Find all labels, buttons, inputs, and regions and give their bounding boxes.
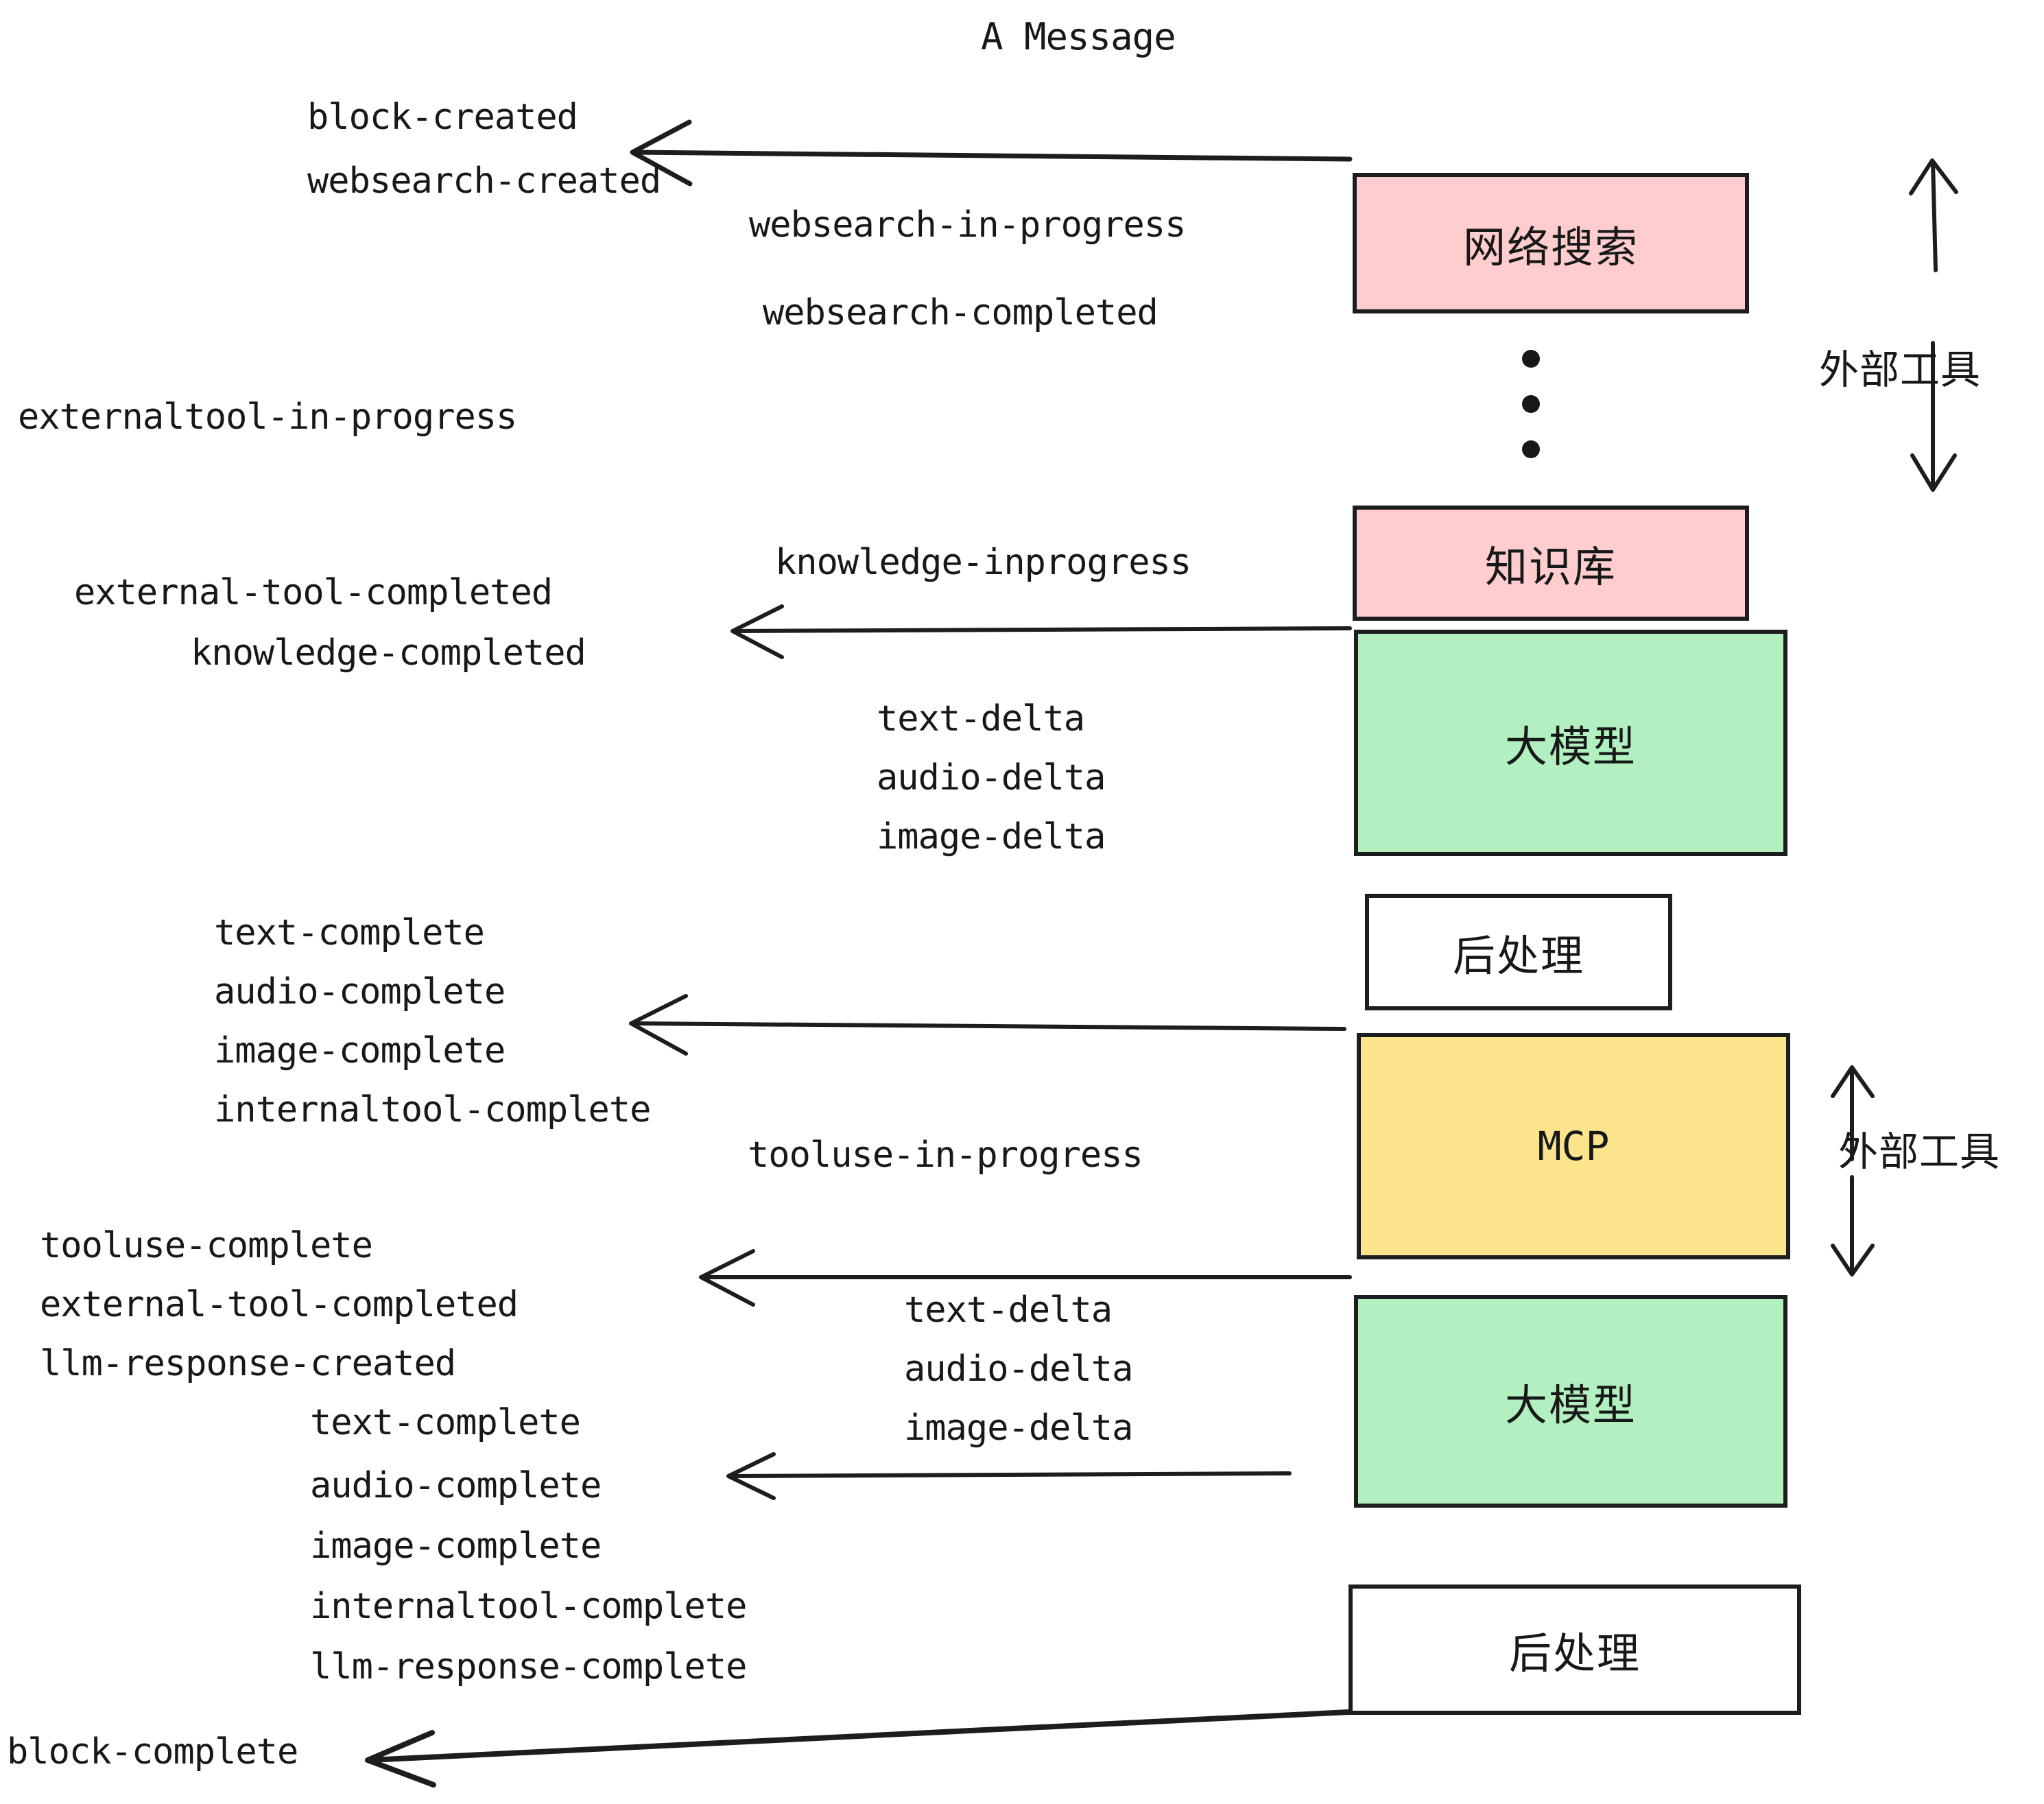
event-label-websearch-completed: websearch-completed: [763, 292, 1158, 333]
node-postprocess-second[interactable]: 后处理: [1348, 1585, 1801, 1715]
event-label-knowledge-completed: knowledge-completed: [191, 632, 586, 674]
node-knowledge-base[interactable]: 知识库: [1353, 506, 1749, 621]
event-label-image-complete-1: image-complete: [214, 1030, 506, 1071]
arrow-llm1-to-events: [629, 994, 1346, 1056]
event-label-websearch-in-progress: websearch-in-progress: [749, 204, 1186, 246]
node-llm-second[interactable]: 大模型: [1354, 1295, 1787, 1508]
arrow-postprocess2-to-block: [365, 1709, 1351, 1788]
event-label-llm-response-complete: llm-response-complete: [310, 1646, 747, 1687]
arrow-external-tools-up: [1909, 158, 1958, 272]
ellipsis-dot-1: [1522, 350, 1540, 368]
event-label-audio-complete-1: audio-complete: [214, 971, 506, 1012]
arrow-llm2-to-events: [726, 1452, 1292, 1500]
label-external-tools-top: 外部工具: [1819, 346, 1982, 393]
node-websearch[interactable]: 网络搜索: [1353, 173, 1749, 313]
event-label-external-tool-completed: external-tool-completed: [74, 572, 553, 613]
node-mcp[interactable]: MCP: [1357, 1033, 1790, 1259]
event-label-knowledge-inprogress: knowledge-inprogress: [775, 542, 1191, 583]
event-label-block-created: block-created: [307, 97, 578, 138]
event-label-internaltool-complete-1: internaltool-complete: [214, 1089, 651, 1130]
arrow-knowledge-to-events: [730, 604, 1352, 659]
event-label-text-complete-2: text-complete: [310, 1402, 581, 1443]
event-label-text-delta-2: text-delta: [904, 1290, 1113, 1331]
event-label-audio-complete-2: audio-complete: [310, 1465, 602, 1506]
event-label-text-delta-1: text-delta: [877, 698, 1085, 739]
event-label-audio-delta-2: audio-delta: [904, 1349, 1133, 1390]
event-label-externaltool-in-progress: externaltool-in-progress: [18, 396, 517, 438]
event-label-text-complete-1: text-complete: [214, 912, 485, 953]
event-label-image-complete-2: image-complete: [310, 1526, 602, 1567]
event-label-tooluse-complete: tooluse-complete: [40, 1225, 373, 1266]
event-label-image-delta-1: image-delta: [877, 816, 1106, 857]
event-label-tooluse-in-progress: tooluse-in-progress: [748, 1135, 1143, 1176]
arrow-websearch-to-events: [630, 119, 1353, 187]
ellipsis-dot-3: [1522, 440, 1540, 458]
event-label-image-delta-2: image-delta: [904, 1408, 1133, 1449]
event-label-external-tool-completed-2: external-tool-completed: [40, 1284, 519, 1325]
label-external-tools-bottom: 外部工具: [1838, 1128, 2001, 1175]
arrow-external-tools-down-2: [1831, 1175, 1875, 1277]
event-label-block-complete: block-complete: [7, 1731, 298, 1772]
node-postprocess-first[interactable]: 后处理: [1365, 894, 1672, 1010]
event-label-audio-delta-1: audio-delta: [877, 757, 1106, 798]
event-label-llm-response-created: llm-response-created: [40, 1343, 456, 1384]
page-title: A Message: [981, 15, 1176, 58]
event-label-internaltool-complete-2: internaltool-complete: [310, 1586, 747, 1627]
event-label-websearch-created: websearch-created: [307, 161, 661, 202]
node-llm-first[interactable]: 大模型: [1354, 630, 1787, 856]
ellipsis-dot-2: [1522, 395, 1540, 413]
